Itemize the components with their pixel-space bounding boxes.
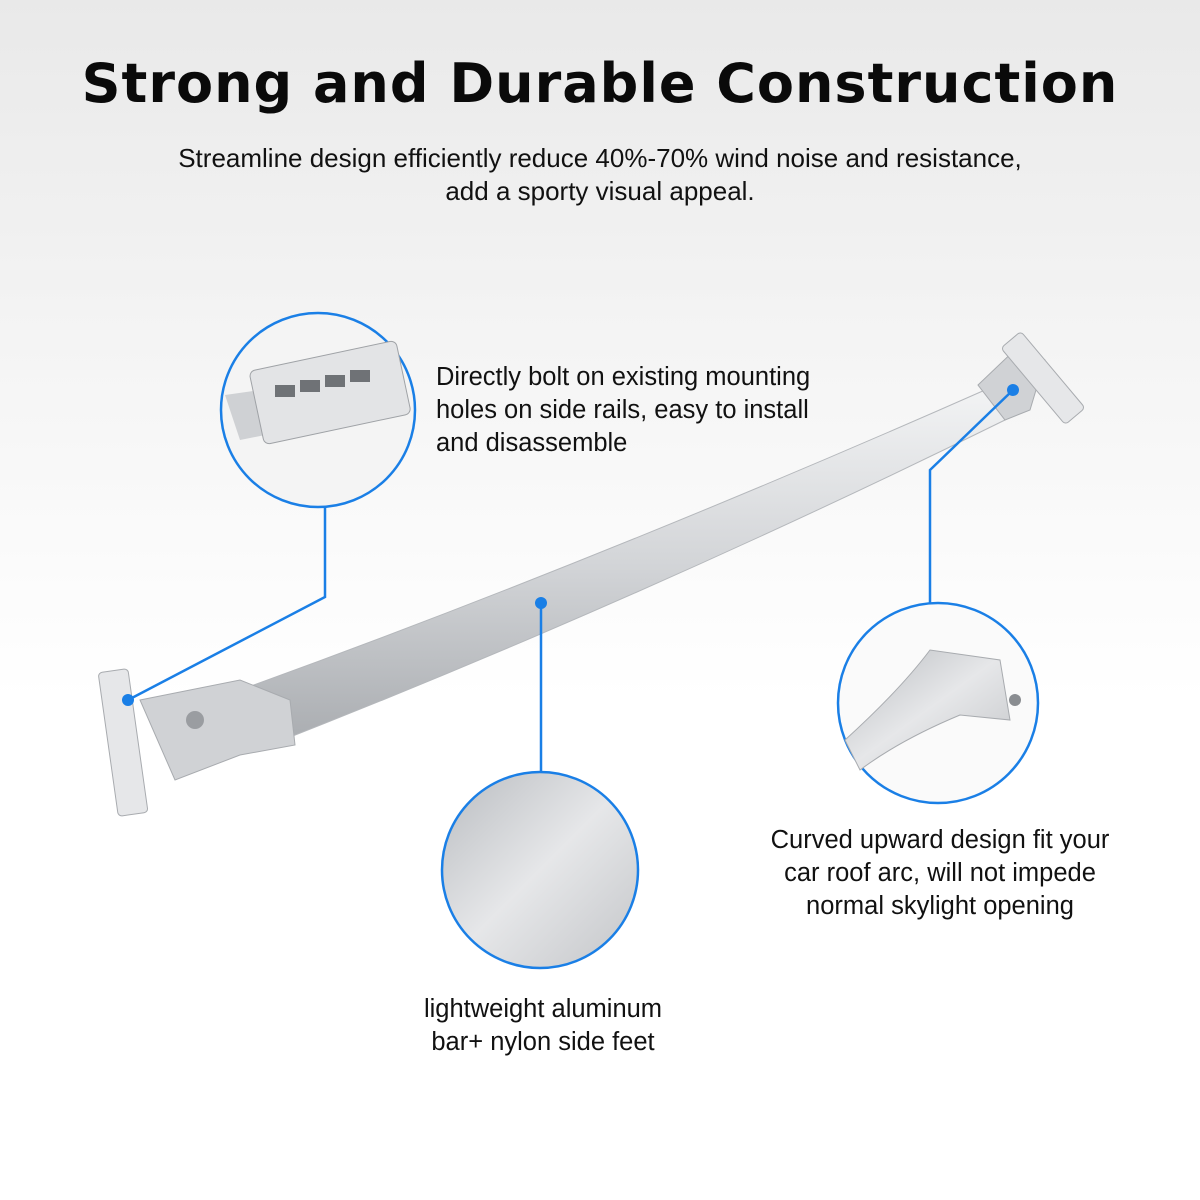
callout-dots [122,384,1019,706]
curved-end-zoom [836,601,1040,805]
callout-line: Curved upward design fit your [770,826,1110,854]
mounting-foot-zoom [219,311,417,509]
callout-material: lightweight aluminum bar+ nylon side fee… [343,993,743,1059]
page-title: Strong and Durable Construction [81,52,1119,115]
callout-curved: Curved upward design fit your car roof a… [740,824,1140,923]
leader-lines [127,389,1014,772]
callout-line: lightweight aluminum [423,995,663,1023]
callout-mounting: Directly bolt on existing mounting holes… [436,361,810,460]
subtitle-line-2: add a sporty visual appeal. [445,176,755,206]
callout-line: car roof arc, will not impede [784,859,1096,887]
roof-cross-bar [98,332,1084,817]
callout-line: bar+ nylon side feet [431,1028,655,1056]
callout-line: Directly bolt on existing mounting [436,363,811,391]
callout-line: normal skylight opening [806,892,1074,920]
aluminum-bar-zoom [440,770,640,970]
callout-line: and disassemble [436,429,628,457]
callout-line: holes on side rails, easy to install [436,396,809,424]
subtitle-line-1: Streamline design efficiently reduce 40%… [178,143,1022,173]
